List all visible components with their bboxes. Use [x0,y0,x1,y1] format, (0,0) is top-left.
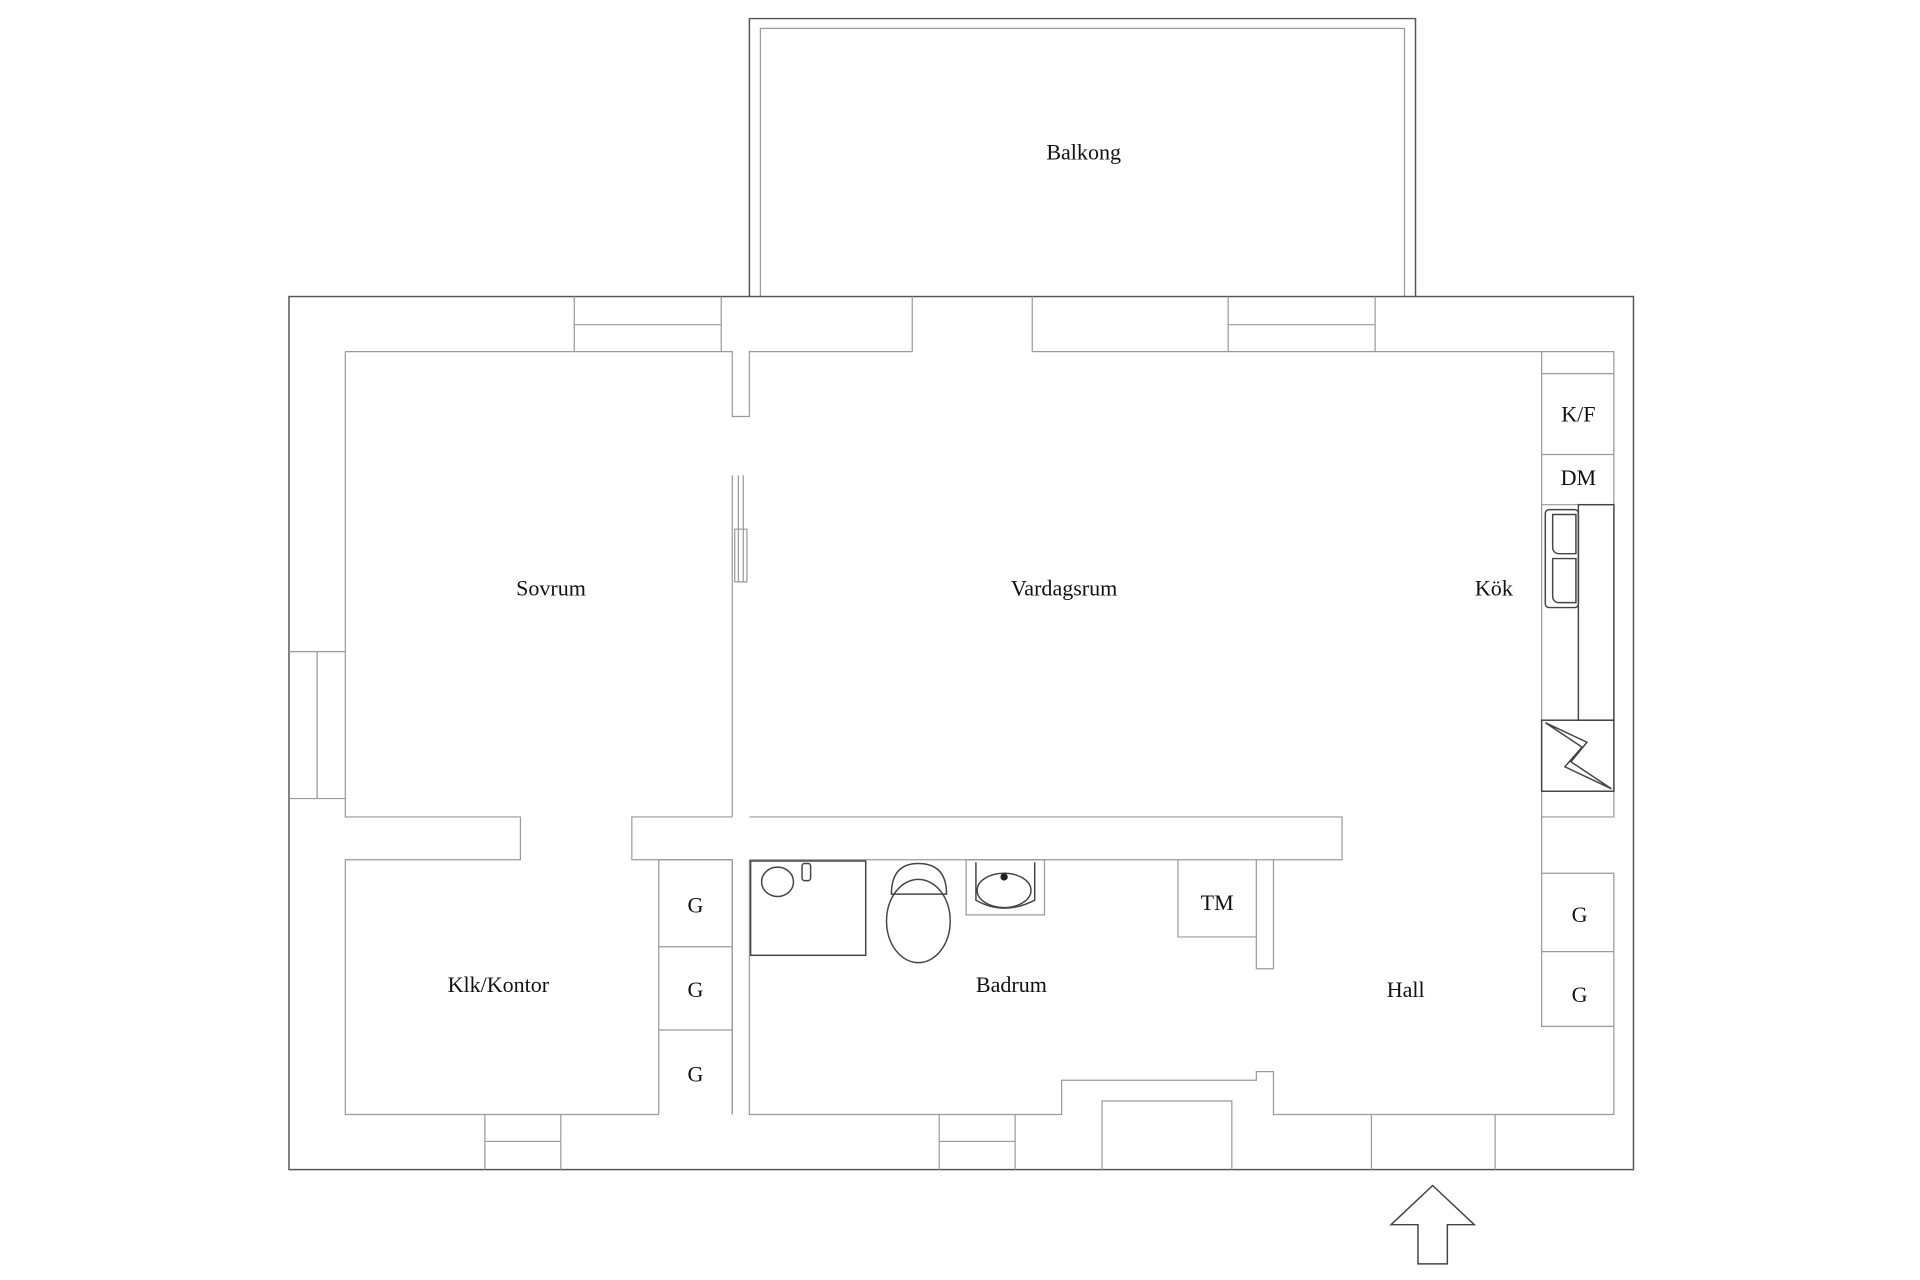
bathroom-fixtures [749,859,1046,964]
fixture-label-kf: K/F [1561,401,1595,426]
sink-icon [1544,508,1580,609]
room-label-klk-kontor: Klk/Kontor [448,972,550,997]
fixture-label-g: G [688,1061,704,1086]
fixture-label-g: G [688,892,704,917]
fixture-label-dm: DM [1561,465,1597,490]
room-label-hall: Hall [1387,977,1425,1002]
shower-icon [749,860,867,957]
room-label-kok: Kök [1475,575,1514,600]
washbasin-icon [965,859,1046,916]
room-label-balkong: Balkong [1046,139,1121,164]
room-label-badrum: Badrum [976,972,1047,997]
interior-walls [288,351,1615,1170]
entrance-arrow-icon [1389,1184,1477,1265]
balcony [748,17,1417,297]
fixture-label-g: G [1572,982,1588,1007]
toilet-icon [885,862,951,964]
stove-icon [1544,721,1612,790]
top-windows [573,296,1376,352]
fixture-label-tm: TM [1201,890,1234,915]
room-label-vardagsrum: Vardagsrum [1011,575,1117,600]
outer-wall [288,295,1635,1171]
fixture-label-g: G [1572,902,1588,927]
room-label-sovrum: Sovrum [516,575,586,600]
fixture-label-g: G [688,977,704,1002]
kitchen-counter [1540,503,1615,792]
